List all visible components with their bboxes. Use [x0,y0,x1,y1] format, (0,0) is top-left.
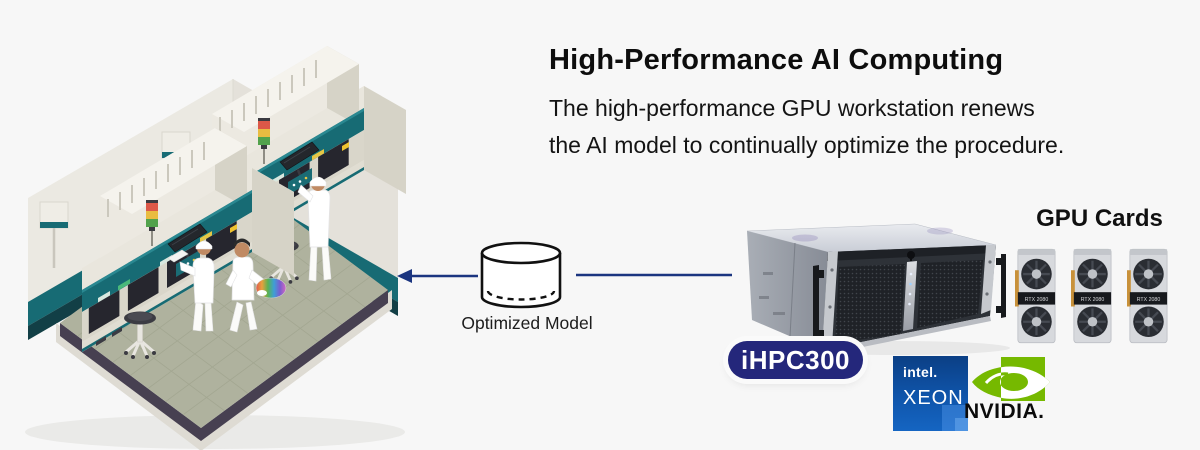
flow-diagram [397,241,732,309]
intel-badge-corner-inner [955,418,968,431]
model-badge: iHPC300 [728,341,863,379]
intel-badge-corner [942,405,968,431]
gpu-card-model-text: RTX 2080 [1137,297,1161,303]
gpu-cards-label: GPU Cards [1036,205,1163,232]
nvidia-eye-icon [972,366,1050,399]
wall-monitor [39,201,69,268]
worker-with-wafer [225,238,287,333]
page-description: The high-performance GPU workstation ren… [549,90,1064,164]
server-handle-right [1001,254,1006,318]
gpu-card-model-text: RTX 2080 [1025,297,1049,303]
server-handle-left [813,265,819,344]
database-cylinder-icon [480,241,562,309]
optimized-model-label: Optimized Model [461,313,593,333]
worker-at-machine [297,176,332,282]
intel-brand-text: intel. [903,364,938,380]
arrowhead-left-icon [397,269,412,283]
cleanroom-illustration [25,44,408,450]
nvidia-logo: NVIDIA. [962,348,1087,428]
gpu-cards-section: GPU Cards RTX 2080 [1012,205,1187,355]
description-line-2: the AI model to continually optimize the… [549,132,1065,158]
gpu-cards-row: RTX 2080 RTX 2080 [1015,245,1169,347]
gpu-card-model-text: RTX 2080 [1081,297,1105,303]
intel-product-text: XEON [903,387,964,409]
server-chassis-image [746,223,1010,355]
gpu-card-image: RTX 2080 [1071,248,1112,344]
worker-with-tray [167,240,215,332]
page-title: High-Performance AI Computing [549,44,1004,76]
gpu-card-image: RTX 2080 [1015,248,1056,344]
nvidia-wordmark-text: NVIDIA. [964,400,1045,423]
description-line-1: The high-performance GPU workstation ren… [549,95,1035,121]
gpu-card-image: RTX 2080 [1127,248,1168,344]
intel-xeon-logo: intel. XEON [893,356,968,431]
